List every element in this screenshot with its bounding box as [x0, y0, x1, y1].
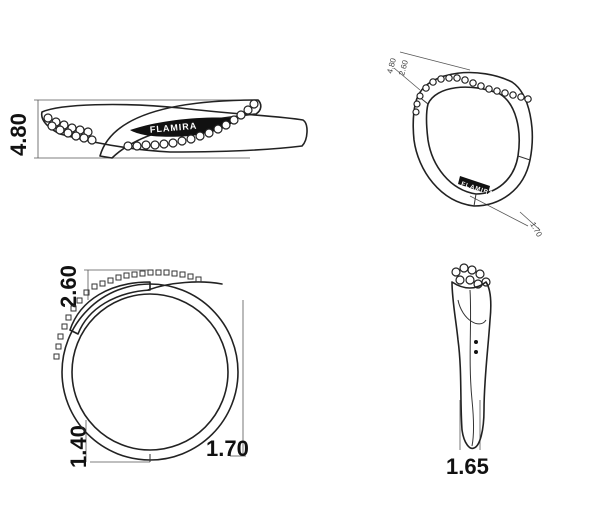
perspective-view: 4.80 2.60 1.70 FLAMIRA [385, 51, 544, 239]
front-stone [47, 121, 57, 131]
profile-dot [474, 340, 478, 344]
perspective-label-2: 2.60 [397, 59, 410, 77]
profile-stone [467, 265, 477, 275]
perspective-stone [437, 75, 445, 83]
front-stone [71, 131, 81, 141]
front-stone [249, 99, 259, 109]
perspective-stone [413, 100, 421, 108]
front-stone [63, 128, 73, 138]
circle-crossover [69, 281, 151, 335]
perspective-stone [461, 76, 469, 84]
profile-stone [465, 275, 475, 285]
perspective-stone [429, 78, 437, 86]
perspective-stone [453, 74, 461, 82]
profile-stone [451, 267, 461, 277]
perspective-stone [422, 84, 430, 92]
perspective-label-1: 4.80 [385, 57, 398, 75]
front-stone [159, 139, 169, 149]
front-stone [150, 140, 160, 150]
perspective-stone [524, 95, 532, 103]
front-height-label: 4.80 [6, 113, 31, 156]
front-stone [213, 124, 223, 134]
perspective-stone [445, 74, 453, 82]
front-stone [195, 131, 205, 141]
front-stone [236, 110, 246, 120]
perspective-stone [412, 108, 420, 116]
profile-width-label: 1.65 [446, 454, 489, 479]
front-stone [221, 120, 231, 130]
perspective-stone [509, 91, 517, 99]
perspective-label-3: 1.70 [528, 221, 544, 239]
front-stone [168, 138, 178, 148]
perspective-inner-opening [425, 86, 520, 195]
perspective-stone [477, 82, 485, 90]
front-stone [243, 105, 253, 115]
front-stone [79, 133, 89, 143]
perspective-engraving-band [458, 176, 490, 194]
circle-view: 2.60 1.40 1.70 [53, 265, 249, 468]
circle-stone-settings [53, 269, 202, 360]
perspective-stone [501, 89, 509, 97]
perspective-stone [469, 79, 477, 87]
profile-dot [474, 350, 478, 354]
front-stone [186, 134, 196, 144]
profile-view: 1.65 [446, 263, 492, 479]
front-stone [132, 141, 142, 151]
circle-bottom-right-label: 1.70 [206, 436, 249, 461]
front-stone [43, 113, 53, 123]
perspective-stone [485, 85, 493, 93]
profile-stone [475, 269, 485, 279]
profile-stone [455, 275, 465, 285]
front-stone [123, 141, 133, 151]
profile-center-line [469, 289, 474, 447]
circle-inner [71, 293, 229, 451]
perspective-stone [517, 93, 525, 101]
perspective-stone [493, 87, 501, 95]
perspective-stone [416, 92, 424, 100]
profile-body [451, 281, 492, 450]
front-stone [177, 136, 187, 146]
front-engraving-text: FLAMIRA [149, 121, 197, 135]
circle-bottom-left-label: 1.40 [66, 425, 91, 468]
front-stone [204, 128, 214, 138]
front-view: 4.80 FLAMIRA [6, 99, 308, 159]
perspective-outer-band [412, 71, 533, 207]
front-stone [141, 140, 151, 150]
front-stone [55, 125, 65, 135]
front-stone [229, 115, 239, 125]
profile-stone [459, 263, 469, 273]
front-stone [87, 135, 97, 145]
